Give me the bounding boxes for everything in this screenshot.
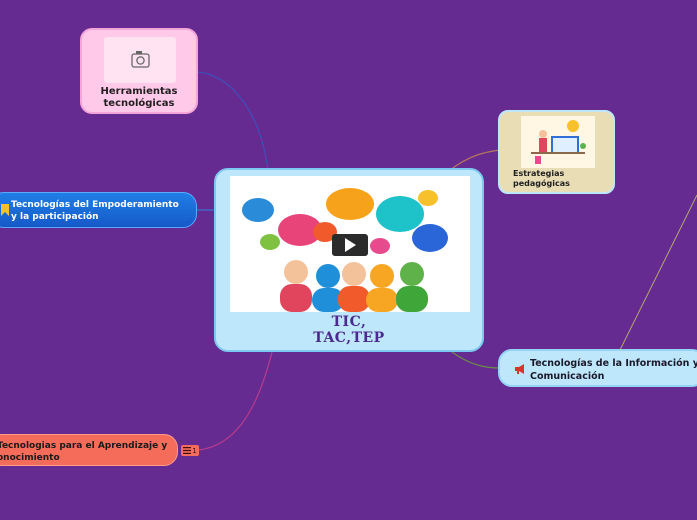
- node-estrategias-pedagogicas[interactable]: Estrategias pedagógicas: [498, 110, 615, 194]
- notes-badge[interactable]: 1: [181, 445, 199, 456]
- central-video-thumbnail[interactable]: [230, 176, 470, 312]
- notes-count: 1: [192, 446, 197, 455]
- central-topic[interactable]: TIC, TAC,TEP: [214, 168, 484, 352]
- central-title: TIC, TAC,TEP: [313, 314, 385, 346]
- list-icon: [183, 447, 192, 454]
- camera-icon: [131, 51, 150, 68]
- node-tecnologias-informacion-comunicacion[interactable]: Tecnologías de la Información y Comunica…: [498, 349, 697, 387]
- node-label: Tecnologias para el Aprendizaje y onocim…: [0, 441, 168, 463]
- bookmark-icon: [1, 204, 9, 216]
- node-label: Herramientas tecnológicas: [100, 86, 178, 109]
- node-tecnologias-aprendizaje[interactable]: Tecnologias para el Aprendizaje y onocim…: [0, 434, 178, 466]
- estrategias-image: [521, 116, 595, 168]
- node-label: Tecnologías de la Información y Comunica…: [530, 358, 697, 382]
- node-label: Tecnologías del Empoderamiento y la part…: [11, 200, 179, 222]
- image-placeholder: [104, 37, 176, 83]
- node-label: Estrategias pedagógicas: [513, 169, 570, 188]
- node-tecnologias-empoderamiento[interactable]: Tecnologías del Empoderamiento y la part…: [0, 192, 197, 228]
- megaphone-icon: [515, 364, 524, 374]
- node-herramientas-tecnologicas[interactable]: Herramientas tecnológicas: [80, 28, 198, 114]
